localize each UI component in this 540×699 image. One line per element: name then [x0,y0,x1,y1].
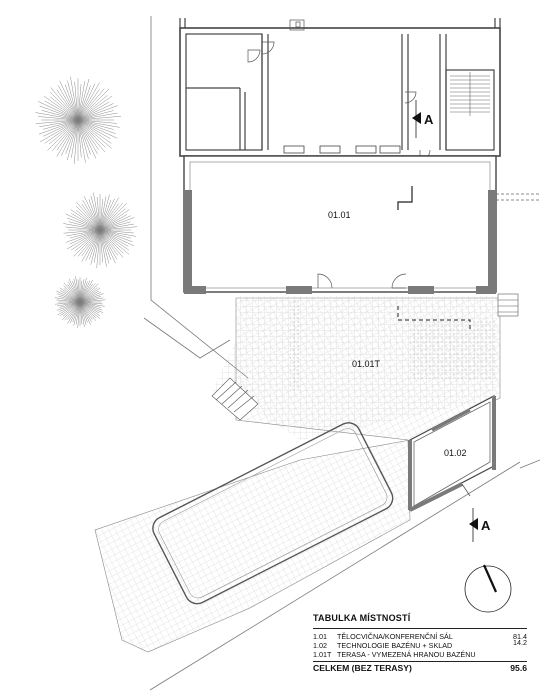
table-row: 1.01T TERASA - VYMEZENÁ HRANOU BAZÉNU [313,650,527,659]
section-mark-bottom: A [469,508,491,542]
pool [152,422,394,605]
total-label: CELKEM (BEZ TERASY) [313,663,412,673]
room-01-01 [183,155,540,294]
room-table-total-divider [313,661,527,662]
trees-group [35,76,138,328]
room-name: TECHNOLOGIE BAZÉNU + SKLAD [337,641,453,650]
room-table: TABULKA MÍSTNOSTÍ 1.01 TĚLOCVIČNA/KONFER… [313,613,527,673]
building-upper [179,18,501,157]
tree-icon [54,276,106,328]
doors-upper [247,19,431,161]
room-table-title: TABULKA MÍSTNOSTÍ [313,613,411,623]
section-mark-top: A [412,100,434,138]
room-label-01-01: 01.01 [328,210,351,220]
section-label-a-bottom: A [481,518,491,533]
room-code: 1.02 [313,641,327,650]
room-01-02 [408,395,496,512]
room-area: 81.4 [513,632,527,641]
room-code: 1.01 [313,632,327,641]
terrace-steps [211,293,519,421]
tree-icon [63,192,138,268]
tree-icon [35,76,122,164]
total-value: 95.6 [510,663,527,673]
room-name: TĚLOCVIČNA/KONFERENČNÍ SÁL [337,632,453,641]
room-area [499,650,527,659]
stairs [450,72,490,116]
north-arrow-icon [464,564,512,613]
table-row: 1.01 TĚLOCVIČNA/KONFERENČNÍ SÁL 81.4 [313,632,527,641]
room-area: 14.2 [513,638,527,647]
section-arrow-icon [412,112,421,124]
room-table-total: CELKEM (BEZ TERASY) 95.6 [313,663,527,673]
room-name: TERASA - VYMEZENÁ HRANOU BAZÉNU [337,650,476,659]
section-label-a-top: A [424,112,434,127]
section-arrow-icon [469,518,478,530]
room-label-01-01t: 01.01T [352,359,381,369]
canopy-outline [397,306,471,330]
room-label-01-02: 01.02 [444,448,467,458]
site-boundary [143,16,540,691]
table-row: 1.02 TECHNOLOGIE BAZÉNU + SKLAD 14.2 [313,638,527,650]
windows-upper [283,145,401,154]
paving-strip [290,300,495,390]
room-code: 1.01T [313,650,332,659]
room-table-divider [313,628,527,629]
